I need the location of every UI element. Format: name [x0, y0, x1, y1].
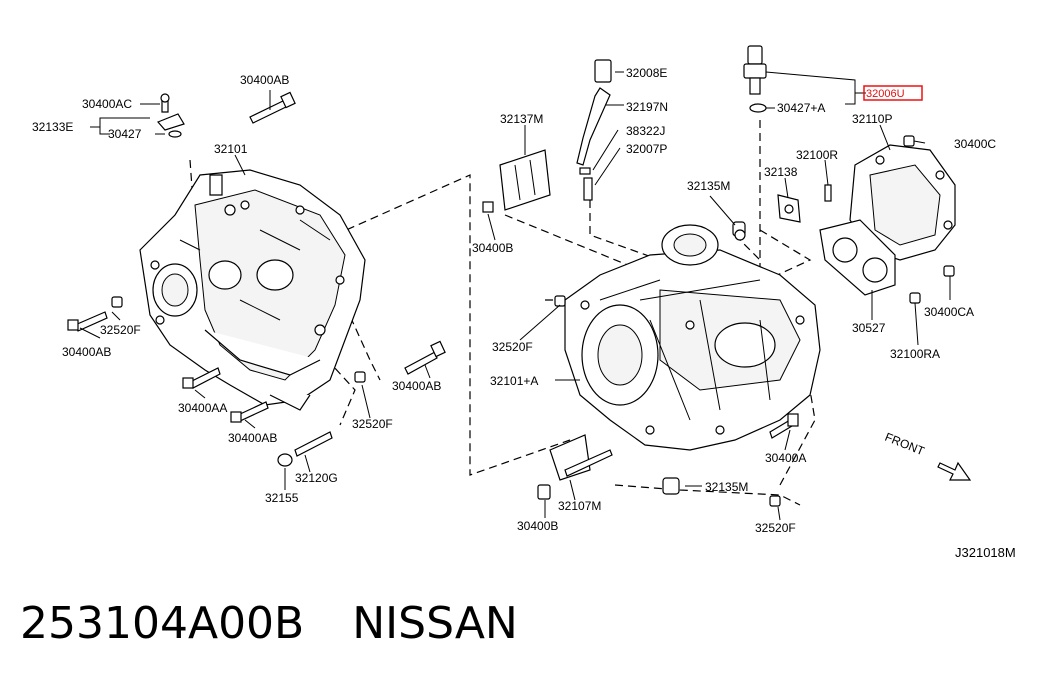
label-32520F-c: 32520F — [492, 340, 533, 354]
tube-32007P — [583, 177, 593, 201]
clutch-housing-32101 — [139, 169, 366, 411]
label-diagram-code: J321018M — [955, 545, 1016, 560]
bolt-30400A — [769, 413, 799, 439]
label-38322J: 38322J — [626, 124, 665, 138]
bolt-30400B-bot — [537, 484, 551, 500]
bracket-32137M — [482, 149, 551, 213]
cap-32008E — [594, 59, 612, 83]
label-30400AA: 30400AA — [178, 401, 227, 415]
label-32138: 32138 — [764, 165, 798, 179]
cover-32110P — [849, 144, 956, 261]
label-32520F-br: 32520F — [755, 521, 796, 535]
bolt-30400AB-mid — [354, 340, 446, 383]
part-labels: 30400AB 30400AC 32133E 30427 32101 32520… — [32, 66, 1016, 560]
label-front: FRONT — [883, 430, 927, 459]
label-30400AB-mid: 30400AB — [392, 379, 441, 393]
brand-name: NISSAN — [352, 598, 518, 649]
label-30400CA: 30400CA — [924, 305, 974, 319]
label-30427: 30427 — [108, 127, 142, 141]
bolt-30400AB-left — [67, 296, 123, 332]
label-32135M-bot: 32135M — [705, 480, 748, 494]
label-32006U: 32006U — [866, 88, 905, 100]
plug-32135M-bot — [662, 477, 680, 495]
label-32120G: 32120G — [295, 471, 338, 485]
pin-32520F-c — [554, 295, 566, 307]
label-32007P: 32007P — [626, 142, 667, 156]
label-32110P: 32110P — [852, 112, 892, 126]
label-32101A: 32101+A — [490, 374, 538, 388]
label-32137M: 32137M — [500, 112, 543, 126]
label-30400B-left: 30400B — [472, 241, 513, 255]
label-30400C: 30400C — [954, 137, 996, 151]
label-32107M: 32107M — [558, 499, 601, 513]
label-30427A: 30427+A — [777, 101, 825, 115]
label-32520F-mid: 32520F — [352, 417, 393, 431]
label-32197N: 32197N — [626, 100, 668, 114]
bolt-30400AB-bot — [230, 401, 269, 423]
label-30400AB-bot: 30400AB — [228, 431, 277, 445]
hose-32197N — [576, 87, 611, 166]
gasket-32138 — [777, 194, 801, 223]
label-32101: 32101 — [214, 142, 248, 156]
label-32133E: 32133E — [32, 120, 73, 134]
label-30400AB-left: 30400AB — [62, 345, 111, 359]
label-30400B-bot: 30400B — [517, 519, 558, 533]
footer-caption: 253104A00B NISSAN — [20, 598, 566, 649]
bolt-32100R — [824, 184, 832, 202]
clip-38322J — [579, 167, 591, 175]
vent-switch-32006U — [743, 45, 767, 113]
label-32100RA: 32100RA — [890, 347, 940, 361]
label-32135M-top: 32135M — [687, 179, 730, 193]
label-32520F-left: 32520F — [100, 323, 141, 337]
sensor-32133E — [156, 93, 185, 138]
bolt-30400CA — [943, 265, 955, 277]
stud-32120G — [277, 431, 333, 467]
label-30527: 30527 — [852, 321, 886, 335]
transmission-case-32101A — [564, 224, 821, 451]
label-32100R: 32100R — [796, 148, 838, 162]
bracket-32107M — [549, 434, 613, 481]
bolt-30400AA — [182, 367, 221, 389]
pin-32520F-br — [769, 495, 781, 507]
label-32155: 32155 — [265, 491, 299, 505]
bolt-30400AB-top — [249, 91, 296, 124]
bolt-32100RA — [909, 292, 921, 304]
gasket-30527 — [819, 219, 896, 296]
label-30400A: 30400A — [765, 451, 806, 465]
label-32008E: 32008E — [626, 66, 667, 80]
bolt-30400C — [903, 135, 915, 147]
part-number: 253104A00B — [20, 598, 305, 649]
front-arrow-icon — [937, 461, 972, 481]
highlight-box — [863, 85, 923, 101]
label-30400AC: 30400AC — [82, 97, 132, 111]
label-30400AB-top: 30400AB — [240, 73, 289, 87]
